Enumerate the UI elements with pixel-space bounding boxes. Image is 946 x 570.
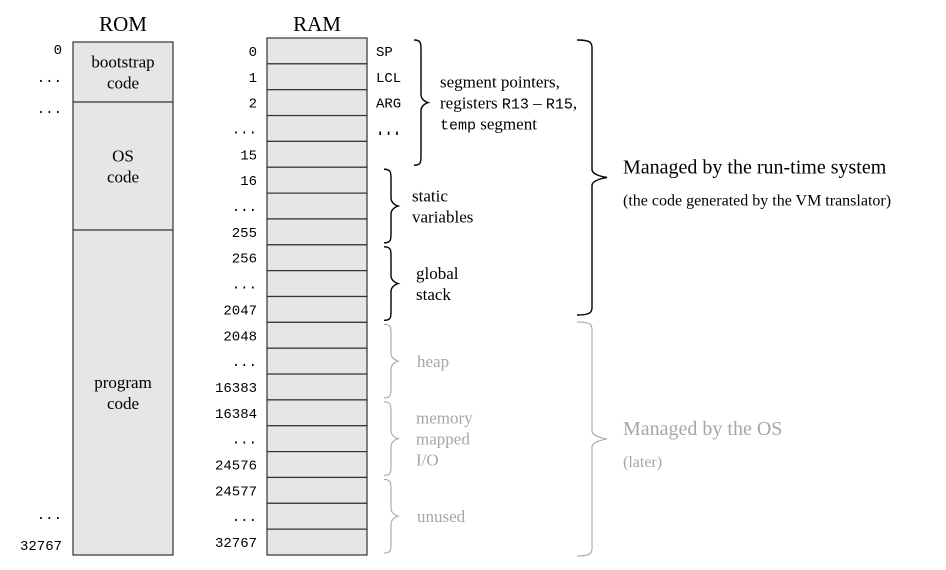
ram-address: 1 [249, 71, 257, 87]
ram-column: RAM 0 1 2... 15 16... 255 256... 2047 2048... 1638… [215, 12, 401, 556]
ram-address: ... [232, 510, 257, 526]
ram-address: ... [232, 200, 257, 216]
rom-column: ROMbootstrapcodeOScodeprogramcode0......… [20, 12, 174, 556]
memory-mapped-io-label: I/O [416, 451, 439, 470]
ram-cell [266, 347, 368, 375]
global-stack-label: global [416, 264, 459, 283]
ram-address: 2048 [223, 329, 257, 345]
ram-address: 32767 [215, 536, 257, 552]
ram-cell [266, 218, 368, 246]
ram-address: 2047 [223, 303, 257, 319]
global-stack-label: stack [416, 285, 451, 304]
rom-address: ... [37, 71, 62, 87]
ram-cell [266, 321, 368, 349]
ram-address: 16383 [215, 381, 257, 397]
ram-address: 2 [249, 97, 257, 113]
ram-address: 16 [240, 174, 257, 190]
ram-cell [266, 244, 368, 272]
runtime-manager-title: Managed by the run-time system [623, 157, 887, 179]
memory-mapped-io-brace [383, 401, 401, 476]
rom-address: 0 [54, 43, 62, 59]
segment-pointers-brace [413, 39, 431, 166]
ram-cell [266, 114, 368, 143]
rom-section-label: program [94, 373, 152, 392]
static-variables-label: static [412, 187, 448, 206]
ram-address: ... [232, 278, 257, 294]
ram-cell [266, 476, 368, 504]
ram-address: 16384 [215, 407, 257, 423]
ram-cell [266, 192, 368, 220]
segment-pointers-label: temp segment [440, 115, 537, 135]
ram-register-label: LCL [376, 71, 401, 87]
ram-cell [266, 166, 368, 194]
rom-address: ... [37, 508, 62, 524]
ram-address: 24577 [215, 484, 257, 500]
ram-cell [266, 63, 368, 91]
ram-address: 15 [240, 148, 257, 164]
ram-address: 255 [232, 226, 257, 242]
rom-address: 32767 [20, 539, 62, 555]
unused-label: unused [417, 507, 466, 526]
ram-address: 24576 [215, 459, 257, 475]
rom-section-label: bootstrap [91, 53, 154, 72]
segment-pointers-label: registers R13 – R15, [440, 94, 577, 114]
os-manager-subtitle: (later) [623, 454, 662, 471]
ram-address: 0 [249, 45, 257, 61]
ram-cell [266, 270, 368, 298]
segment-pointers-label: segment pointers, [440, 73, 560, 92]
ram-cell [266, 425, 368, 453]
runtime-manager-brace [576, 39, 608, 316]
ram-register-label: ... [376, 122, 401, 138]
manager-annotations: Managed by the run-time system (the code … [576, 39, 891, 557]
ram-title: RAM [293, 12, 341, 36]
segment-pointers-ellipsis: ... [376, 124, 401, 140]
ram-cell [266, 89, 368, 117]
rom-title: ROM [99, 12, 147, 36]
ram-cell [266, 399, 368, 427]
ram-register-label: SP [376, 45, 393, 61]
memory-mapped-io-label: mapped [416, 430, 470, 449]
ram-cell [266, 528, 368, 556]
ram-cell [266, 37, 368, 65]
static-variables-label: variables [412, 208, 473, 227]
ram-cell [266, 502, 368, 530]
static-variables-brace [383, 168, 401, 244]
rom-section-label: code [107, 74, 139, 93]
global-stack-brace [383, 246, 401, 322]
ram-cell [266, 451, 368, 479]
os-manager-title: Managed by the OS [623, 418, 782, 440]
ram-address: ... [232, 433, 257, 449]
rom-box [72, 41, 174, 556]
segment-braces: segment pointers, registers R13 – R15,tem… [376, 39, 577, 554]
rom-address: ... [37, 102, 62, 118]
rom-section-label: code [107, 394, 139, 413]
runtime-manager-subtitle: (the code generated by the VM translator… [623, 193, 891, 210]
ram-register-label: ARG [376, 97, 401, 113]
ram-address: ... [232, 122, 257, 138]
heap-label: heap [417, 352, 449, 371]
heap-brace [383, 323, 401, 399]
ram-cell [266, 373, 368, 401]
rom-section-label: code [107, 168, 139, 187]
ram-address: 256 [232, 252, 257, 268]
ram-cell [266, 295, 368, 323]
ram-cell [266, 140, 368, 168]
os-manager-brace [576, 321, 608, 557]
ram-address: ... [232, 355, 257, 371]
memory-mapped-io-label: memory [416, 409, 473, 428]
rom-section-label: OS [112, 147, 134, 166]
unused-brace [383, 478, 401, 554]
